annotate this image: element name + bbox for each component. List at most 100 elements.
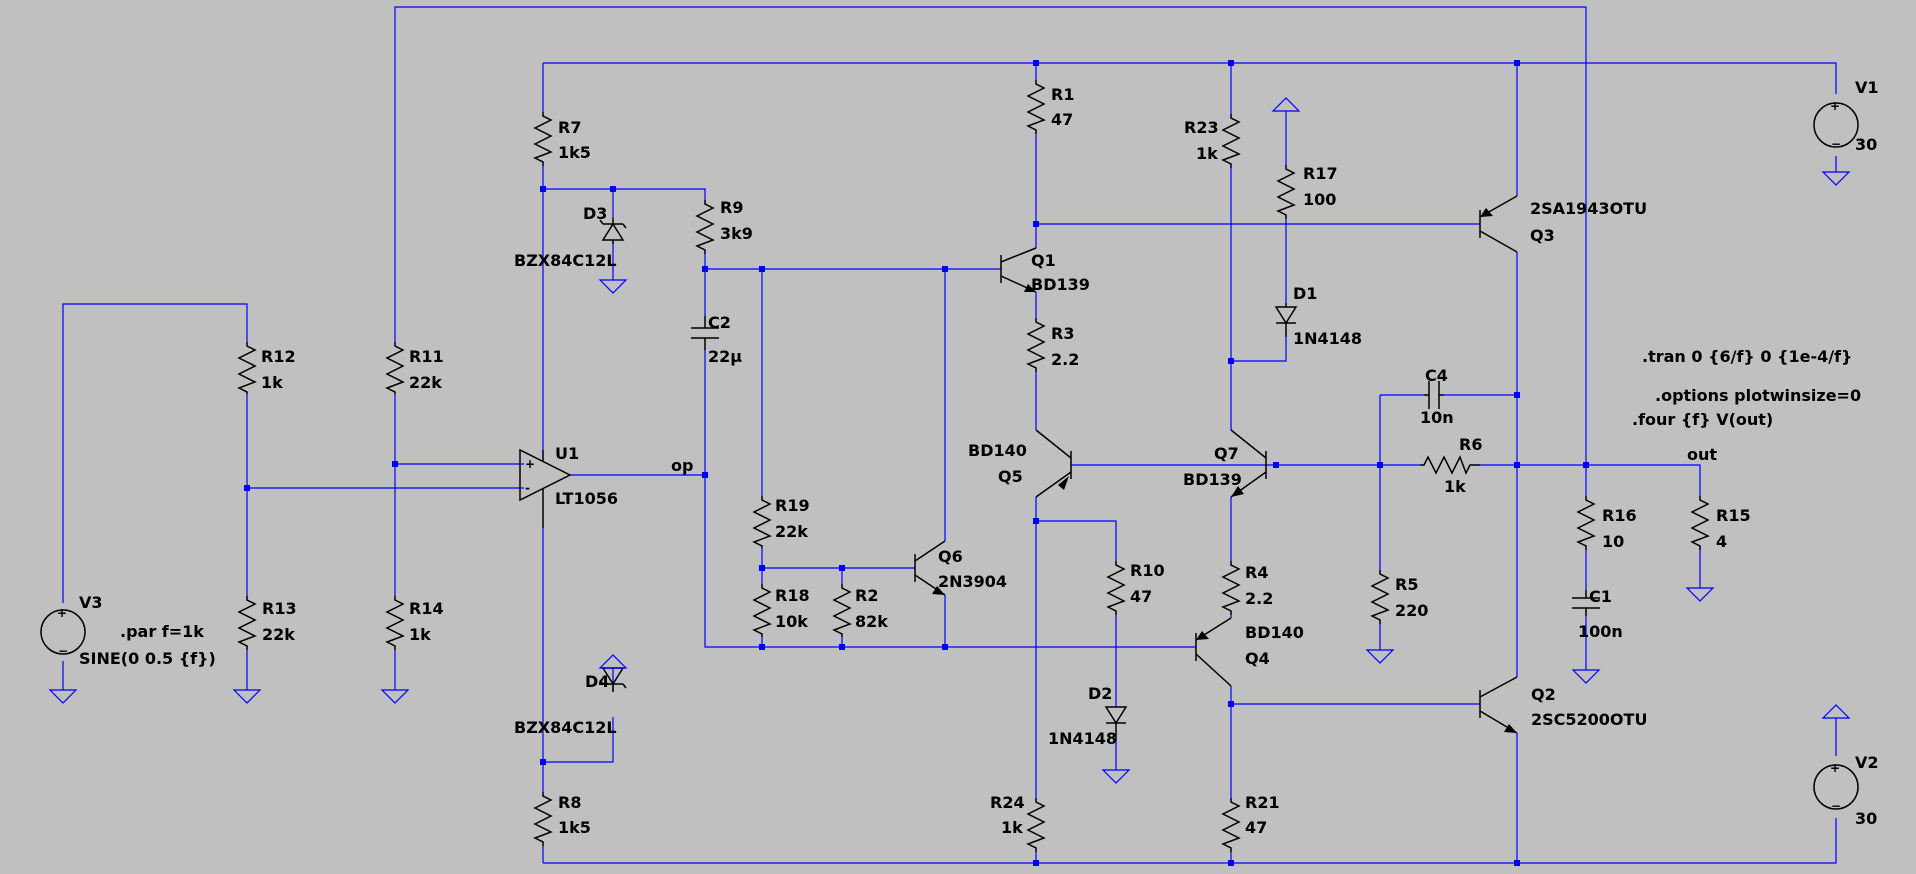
label-q1-value: BD139 (1031, 275, 1090, 294)
label-r10-name: R10 (1130, 561, 1165, 580)
label-v1-name: V1 (1855, 78, 1879, 97)
label-v3-name: V3 (79, 593, 103, 612)
label-r13-value: 22k (262, 625, 295, 644)
label-r11-value: 22k (409, 373, 442, 392)
spice-directives: .par f=1k .tran 0 {6/f} 0 {1e-4/f} .opti… (120, 347, 1861, 641)
label-v3-value: SINE(0 0.5 {f}) (79, 649, 216, 668)
resistor-r1 (1026, 80, 1046, 134)
label-q2-value: 2SC5200OTU (1531, 710, 1647, 729)
label-q6-value: 2N3904 (938, 572, 1007, 591)
resistor-r14 (385, 596, 405, 650)
label-r23-name: R23 (1184, 118, 1219, 137)
svg-text:−: − (1831, 137, 1841, 151)
label-r5-value: 220 (1395, 601, 1428, 620)
directive-par: .par f=1k (120, 622, 204, 641)
junctions (244, 60, 1589, 866)
label-d1-name: D1 (1293, 284, 1317, 303)
label-d4-value: BZX84C12L (514, 718, 617, 737)
label-q4-value: BD140 (1245, 623, 1304, 642)
diodes (599, 218, 1298, 741)
transistor-q6 (914, 540, 946, 596)
label-r18-value: 10k (775, 612, 808, 631)
svg-text:−: − (58, 644, 68, 658)
label-d1-value: 1N4148 (1293, 329, 1362, 348)
resistor-r13 (237, 596, 257, 650)
label-r9-value: 3k9 (720, 224, 753, 243)
label-r21-name: R21 (1245, 793, 1280, 812)
voltage-source-v1: + − (1813, 99, 1859, 151)
label-q3-value: 2SA1943OTU (1530, 199, 1647, 218)
label-r19-value: 22k (775, 522, 808, 541)
label-c4-value: 10n (1420, 408, 1454, 427)
label-r14-name: R14 (409, 599, 444, 618)
label-r12-value: 1k (261, 373, 283, 392)
label-r9-name: R9 (720, 198, 743, 217)
directive-options: .options plotwinsize=0 (1655, 386, 1861, 405)
capacitor-c2 (691, 316, 719, 350)
resistor-r6 (1420, 455, 1480, 475)
label-r8-value: 1k5 (558, 818, 591, 837)
resistor-r2 (832, 584, 852, 637)
label-r1-name: R1 (1051, 85, 1074, 104)
label-c4-name: C4 (1425, 366, 1448, 385)
label-r7-value: 1k5 (558, 143, 591, 162)
label-r17-value: 100 (1303, 190, 1336, 209)
label-r24-value: 1k (1001, 818, 1023, 837)
label-d2-value: 1N4148 (1048, 729, 1117, 748)
capacitor-c4 (1424, 381, 1444, 409)
label-r24-name: R24 (990, 793, 1025, 812)
resistor-r3 (1026, 318, 1046, 372)
resistor-r17 (1276, 165, 1296, 219)
label-r2-value: 82k (855, 612, 888, 631)
label-q5-value: BD140 (968, 441, 1027, 460)
label-r4-value: 2.2 (1245, 589, 1273, 608)
capacitor-c1 (1572, 590, 1600, 616)
svg-text:−: − (1831, 799, 1841, 813)
label-r10-value: 47 (1130, 587, 1152, 606)
label-r1-value: 47 (1051, 110, 1073, 129)
opamp-minus-pin: - (525, 481, 530, 495)
label-r7-name: R7 (558, 118, 581, 137)
label-r6-name: R6 (1459, 435, 1482, 454)
label-v1-value: 30 (1855, 135, 1877, 154)
label-q5-name: Q5 (998, 467, 1023, 486)
resistor-r12 (237, 342, 257, 394)
label-r3-value: 2.2 (1051, 350, 1079, 369)
resistor-r9 (695, 200, 715, 254)
resistor-r11 (385, 342, 405, 394)
label-c2-value: 22µ (708, 347, 742, 366)
label-r17-name: R17 (1303, 164, 1338, 183)
label-u1-value: LT1056 (555, 489, 618, 508)
label-r6-value: 1k (1444, 477, 1466, 496)
resistor-r8 (533, 792, 553, 846)
directive-four: .four {f} V(out) (1632, 410, 1773, 429)
label-r19-name: R19 (775, 496, 810, 515)
svg-text:+: + (57, 606, 67, 620)
resistor-r23 (1221, 114, 1241, 168)
resistor-r7 (533, 112, 553, 166)
opamp-plus-pin: + (525, 457, 535, 471)
directive-tran: .tran 0 {6/f} 0 {1e-4/f} (1642, 347, 1852, 366)
grounds (48, 97, 1851, 784)
net-label-out: out (1687, 445, 1717, 464)
label-r13-name: R13 (262, 599, 297, 618)
transistor-q5 (1035, 429, 1072, 498)
label-r15-name: R15 (1716, 506, 1751, 525)
resistors (237, 80, 1710, 852)
label-q2-name: Q2 (1531, 685, 1556, 704)
transistors (914, 195, 1518, 734)
label-r16-value: 10 (1602, 532, 1624, 551)
label-q7-value: BD139 (1183, 470, 1242, 489)
component-labels: R1 47 R7 1k5 R9 3k9 D3 BZX84C12L R23 1k … (79, 78, 1879, 837)
label-r23-value: 1k (1196, 144, 1218, 163)
label-r21-value: 47 (1245, 818, 1267, 837)
label-u1-name: U1 (555, 444, 579, 463)
resistor-r4 (1221, 561, 1241, 615)
transistor-q1 (1000, 247, 1037, 293)
voltage-source-v2: + − (1813, 761, 1859, 813)
label-q6-name: Q6 (938, 547, 963, 566)
voltage-source-v3: + − (40, 606, 86, 658)
diode-d2 (1104, 706, 1128, 741)
